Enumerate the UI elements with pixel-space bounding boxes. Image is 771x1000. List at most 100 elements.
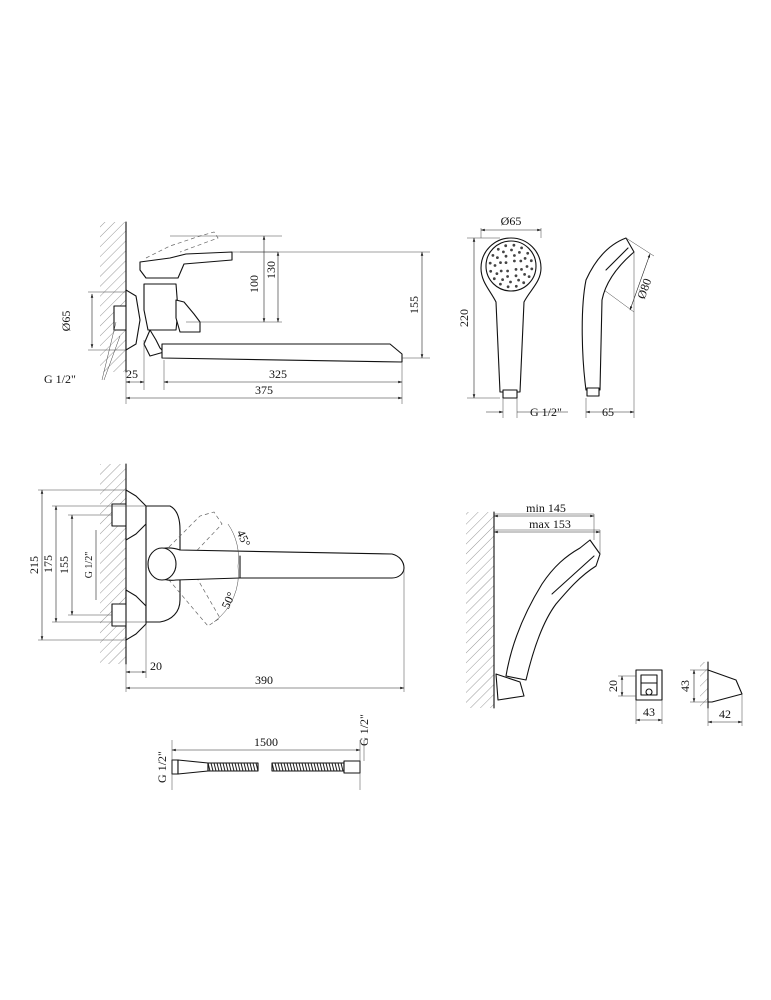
nozzle-dot <box>522 281 526 285</box>
thread-label-side: G 1/2" <box>44 372 76 386</box>
wall-hatch <box>100 222 126 372</box>
dim-325: 325 <box>269 367 287 381</box>
nozzle-dot <box>506 285 510 289</box>
nozzle-dot <box>513 254 516 257</box>
hose-coil-line <box>252 762 256 772</box>
shower-outlet <box>143 329 165 357</box>
flange-top <box>125 489 147 541</box>
dim-65-head: 65 <box>602 405 614 419</box>
hose-coil-line <box>307 762 311 772</box>
spray-face <box>485 240 537 292</box>
hose-coil-line <box>331 762 335 772</box>
profile-face-line <box>605 247 629 271</box>
holder-side-small <box>707 669 743 703</box>
profile-thread <box>586 387 600 397</box>
hose-coil-line <box>298 762 302 772</box>
hose-coil-line <box>322 762 326 772</box>
shower-head-front <box>480 237 542 393</box>
spout <box>161 343 403 363</box>
thread-label-hose-left: G 1/2" <box>155 751 169 783</box>
nozzle-dot <box>499 261 502 264</box>
dim-1500: 1500 <box>254 735 278 749</box>
dim-220: 220 <box>457 309 471 327</box>
holder-screw <box>645 688 653 696</box>
hose-coil-line <box>222 762 226 772</box>
nozzle-dot <box>504 254 508 258</box>
wall-hatch-holder <box>466 512 494 708</box>
dim-42: 42 <box>719 707 731 721</box>
dim-43-width: 43 <box>643 705 655 719</box>
hose-coil-line <box>210 762 214 772</box>
dim-max-153: max 153 <box>529 517 571 531</box>
nozzle-dot <box>499 282 502 286</box>
nozzle-dot <box>496 247 500 251</box>
hose-coil-line <box>213 762 217 772</box>
hose-coil-line <box>216 762 220 772</box>
dim-175: 175 <box>41 555 55 573</box>
dim-d65-side: Ø65 <box>59 311 73 332</box>
head-face-line <box>551 555 595 595</box>
hose-coil-line <box>301 762 305 772</box>
holder-front-inner <box>640 674 658 696</box>
lever-hub <box>147 547 177 581</box>
hose-nut-left <box>171 759 179 775</box>
dim-100: 100 <box>247 275 261 293</box>
nozzle-dot <box>530 267 534 271</box>
hose-coil-line <box>246 762 250 772</box>
hose-coil-line <box>243 762 247 772</box>
nozzle-dot <box>492 277 496 281</box>
dim-375: 375 <box>255 383 273 397</box>
spout-front <box>149 547 405 581</box>
hose-coil-line <box>219 762 223 772</box>
shower-head-profile <box>581 237 635 391</box>
hose-coil-line <box>228 762 232 772</box>
nozzle-dot <box>514 268 518 271</box>
nozzle-dot <box>514 274 518 278</box>
nozzle-dot <box>488 261 492 265</box>
hose-coil-line <box>237 762 241 772</box>
wall-holder <box>495 673 525 701</box>
nozzle-dot <box>502 250 505 254</box>
hose-coil-line <box>334 762 338 772</box>
spray-nozzles <box>488 243 534 289</box>
arc-50 <box>213 565 239 623</box>
nozzle-dot <box>496 256 499 259</box>
hose-view: 1500 G 1/2" G 1/2" <box>155 714 371 790</box>
holder-view: min 145 max 153 20 43 43 42 <box>466 501 743 726</box>
mixer-body <box>143 283 179 331</box>
hose-coil-line <box>231 762 235 772</box>
ext-d80-bot <box>603 289 635 313</box>
nozzle-dot <box>514 284 518 288</box>
thread-label-front: G 1/2" <box>84 552 95 579</box>
dim-d65-head: Ø65 <box>501 214 522 228</box>
lever-handle <box>139 251 233 279</box>
nozzle-dot <box>510 248 513 252</box>
wall-hatch-holder-small <box>700 662 708 708</box>
hose-coil-line <box>316 762 320 772</box>
dim-130: 130 <box>264 261 278 279</box>
hose-coil-line <box>286 762 290 772</box>
nozzle-dot <box>512 243 516 247</box>
dim-min-145: min 145 <box>526 501 566 515</box>
flange-bottom <box>125 589 147 641</box>
nozzle-dot <box>523 273 526 276</box>
nozzle-dot <box>504 261 508 264</box>
nozzle-dot <box>504 244 508 248</box>
dim-25: 25 <box>126 367 138 381</box>
thread-label-head: G 1/2" <box>530 405 562 419</box>
hose-coil-line <box>313 762 317 772</box>
nozzle-dot <box>526 251 530 255</box>
nozzle-dot <box>506 269 509 273</box>
hose-coil-line <box>234 762 238 772</box>
nozzle-dot <box>513 259 516 263</box>
wall-flange <box>125 289 141 351</box>
hose-coil-line <box>310 762 314 772</box>
thread-label-hose-right: G 1/2" <box>357 714 371 746</box>
nozzle-dot <box>520 268 523 271</box>
nozzle-dot <box>519 259 523 263</box>
dim-20-holder: 20 <box>606 680 620 692</box>
hose-coil-line <box>295 762 299 772</box>
nozzle-dot <box>509 280 512 284</box>
nozzle-dot <box>529 259 533 263</box>
